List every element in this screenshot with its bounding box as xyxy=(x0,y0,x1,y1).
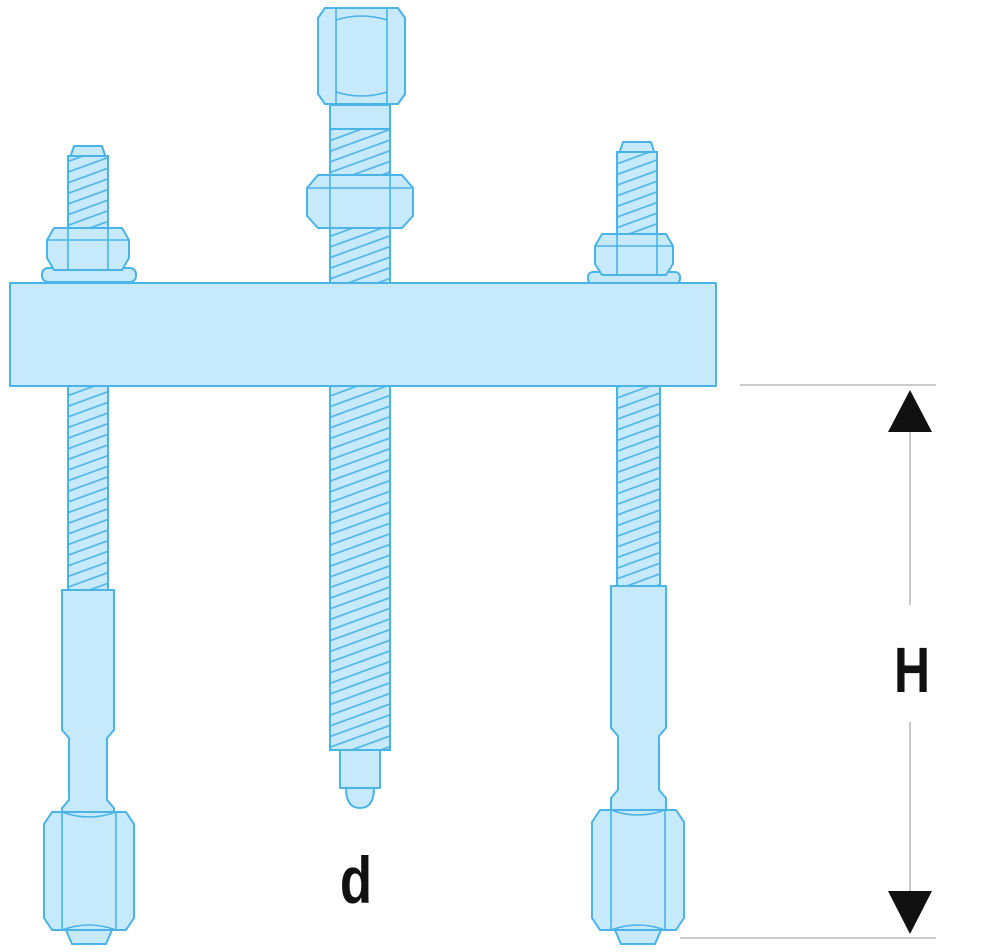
left-shank xyxy=(61,589,115,815)
center-hex-nut xyxy=(306,174,414,229)
left-leg xyxy=(41,145,137,945)
right-top-nut xyxy=(594,233,674,276)
left-top-nut xyxy=(46,227,130,271)
left-bottom-nut xyxy=(43,811,135,931)
right-bottom-nut xyxy=(591,809,685,931)
cross-bar xyxy=(9,282,717,387)
diameter-label: d xyxy=(340,843,372,917)
center-tip xyxy=(339,749,381,789)
height-label: H xyxy=(894,635,930,706)
right-leg xyxy=(587,141,685,945)
center-top-nut xyxy=(317,7,406,105)
arrow-up-icon xyxy=(888,390,932,432)
right-shank xyxy=(610,585,667,813)
center-screw xyxy=(306,7,414,809)
arrow-down-icon xyxy=(888,891,932,934)
height-dimension: H xyxy=(680,384,936,939)
